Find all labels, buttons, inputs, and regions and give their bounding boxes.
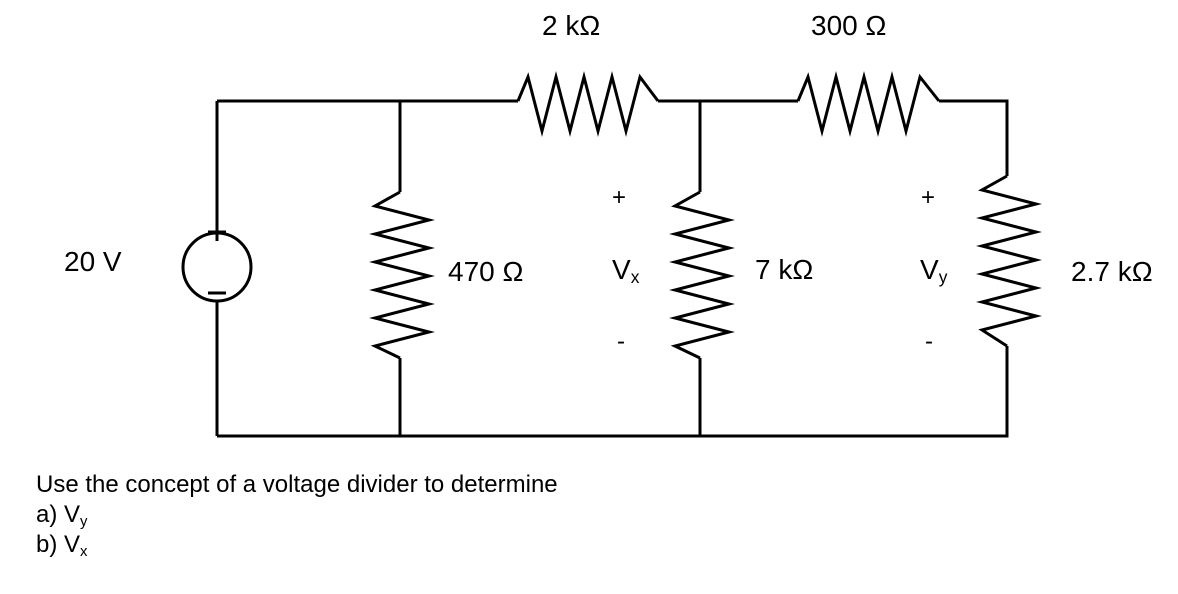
vx-plus-sign: + — [612, 184, 627, 211]
question-part-b-sub: x — [80, 543, 88, 560]
wire-top-right — [939, 99, 1009, 176]
vx-label-sub: x — [630, 267, 640, 288]
resistor-2k7-label: 2.7 kΩ — [1071, 256, 1153, 287]
resistor-300-label: 300 Ω — [811, 10, 887, 41]
question-part-b-prefix: b) V — [36, 531, 81, 558]
vx-label-base: V — [612, 254, 631, 285]
vy-label: Vy — [920, 254, 948, 288]
question-text: Use the concept of a voltage divider to … — [36, 470, 558, 560]
vx-minus-sign: - — [617, 328, 625, 355]
vy-label-base: V — [920, 254, 939, 285]
question-part-b: b) Vx — [36, 530, 558, 560]
question-part-a-sub: y — [80, 513, 88, 530]
resistor-7k-label: 7 kΩ — [755, 254, 814, 285]
vy-plus-sign: + — [921, 184, 936, 211]
resistor-2k-zigzag — [516, 71, 660, 137]
voltage-source-label: 20 V — [64, 246, 122, 277]
question-part-a-prefix: a) V — [36, 501, 81, 528]
question-part-a: a) Vy — [36, 500, 558, 530]
resistor-470-zigzag — [369, 190, 435, 360]
vy-label-sub: y — [938, 267, 948, 288]
resistor-300-zigzag — [796, 71, 941, 137]
resistor-7k-zigzag — [669, 190, 735, 360]
vy-minus-sign: - — [925, 328, 933, 355]
resistor-2k7-zigzag — [976, 174, 1042, 348]
wire-bottom — [217, 346, 1009, 438]
vx-label: Vx — [612, 254, 640, 288]
resistor-2k-label: 2 kΩ — [542, 10, 601, 41]
voltage-source-plus — [208, 223, 226, 241]
voltage-source-circle — [181, 231, 253, 303]
question-prompt: Use the concept of a voltage divider to … — [36, 471, 558, 498]
resistor-470-label: 470 Ω — [448, 256, 524, 287]
